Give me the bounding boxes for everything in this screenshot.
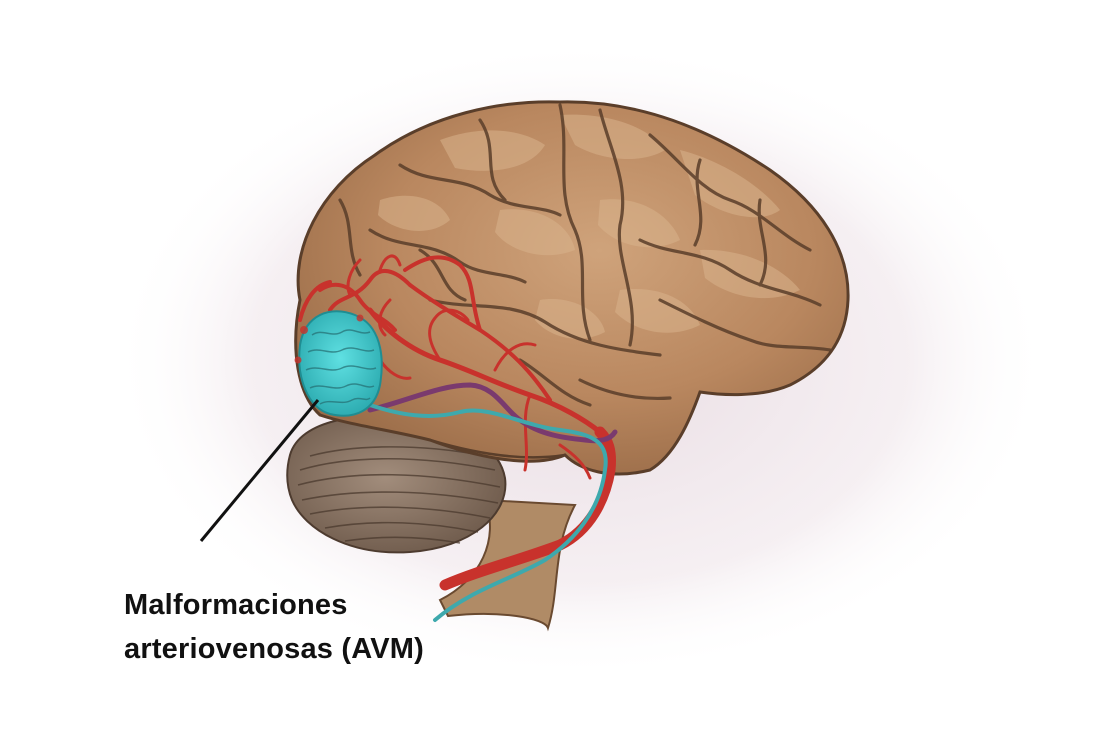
cerebellum [286, 415, 507, 554]
callout-line-2: arteriovenosas (AVM) [124, 633, 424, 665]
venous-outflow [368, 403, 608, 622]
callout-line-1: Malformaciones [124, 589, 348, 621]
callout-leader-line [199, 399, 320, 542]
artery-network [298, 254, 616, 591]
cerebrum [294, 100, 850, 476]
avm-nidus [294, 310, 383, 417]
avm-callout-label: Malformaciones arteriovenosas (AVM) [124, 583, 424, 671]
